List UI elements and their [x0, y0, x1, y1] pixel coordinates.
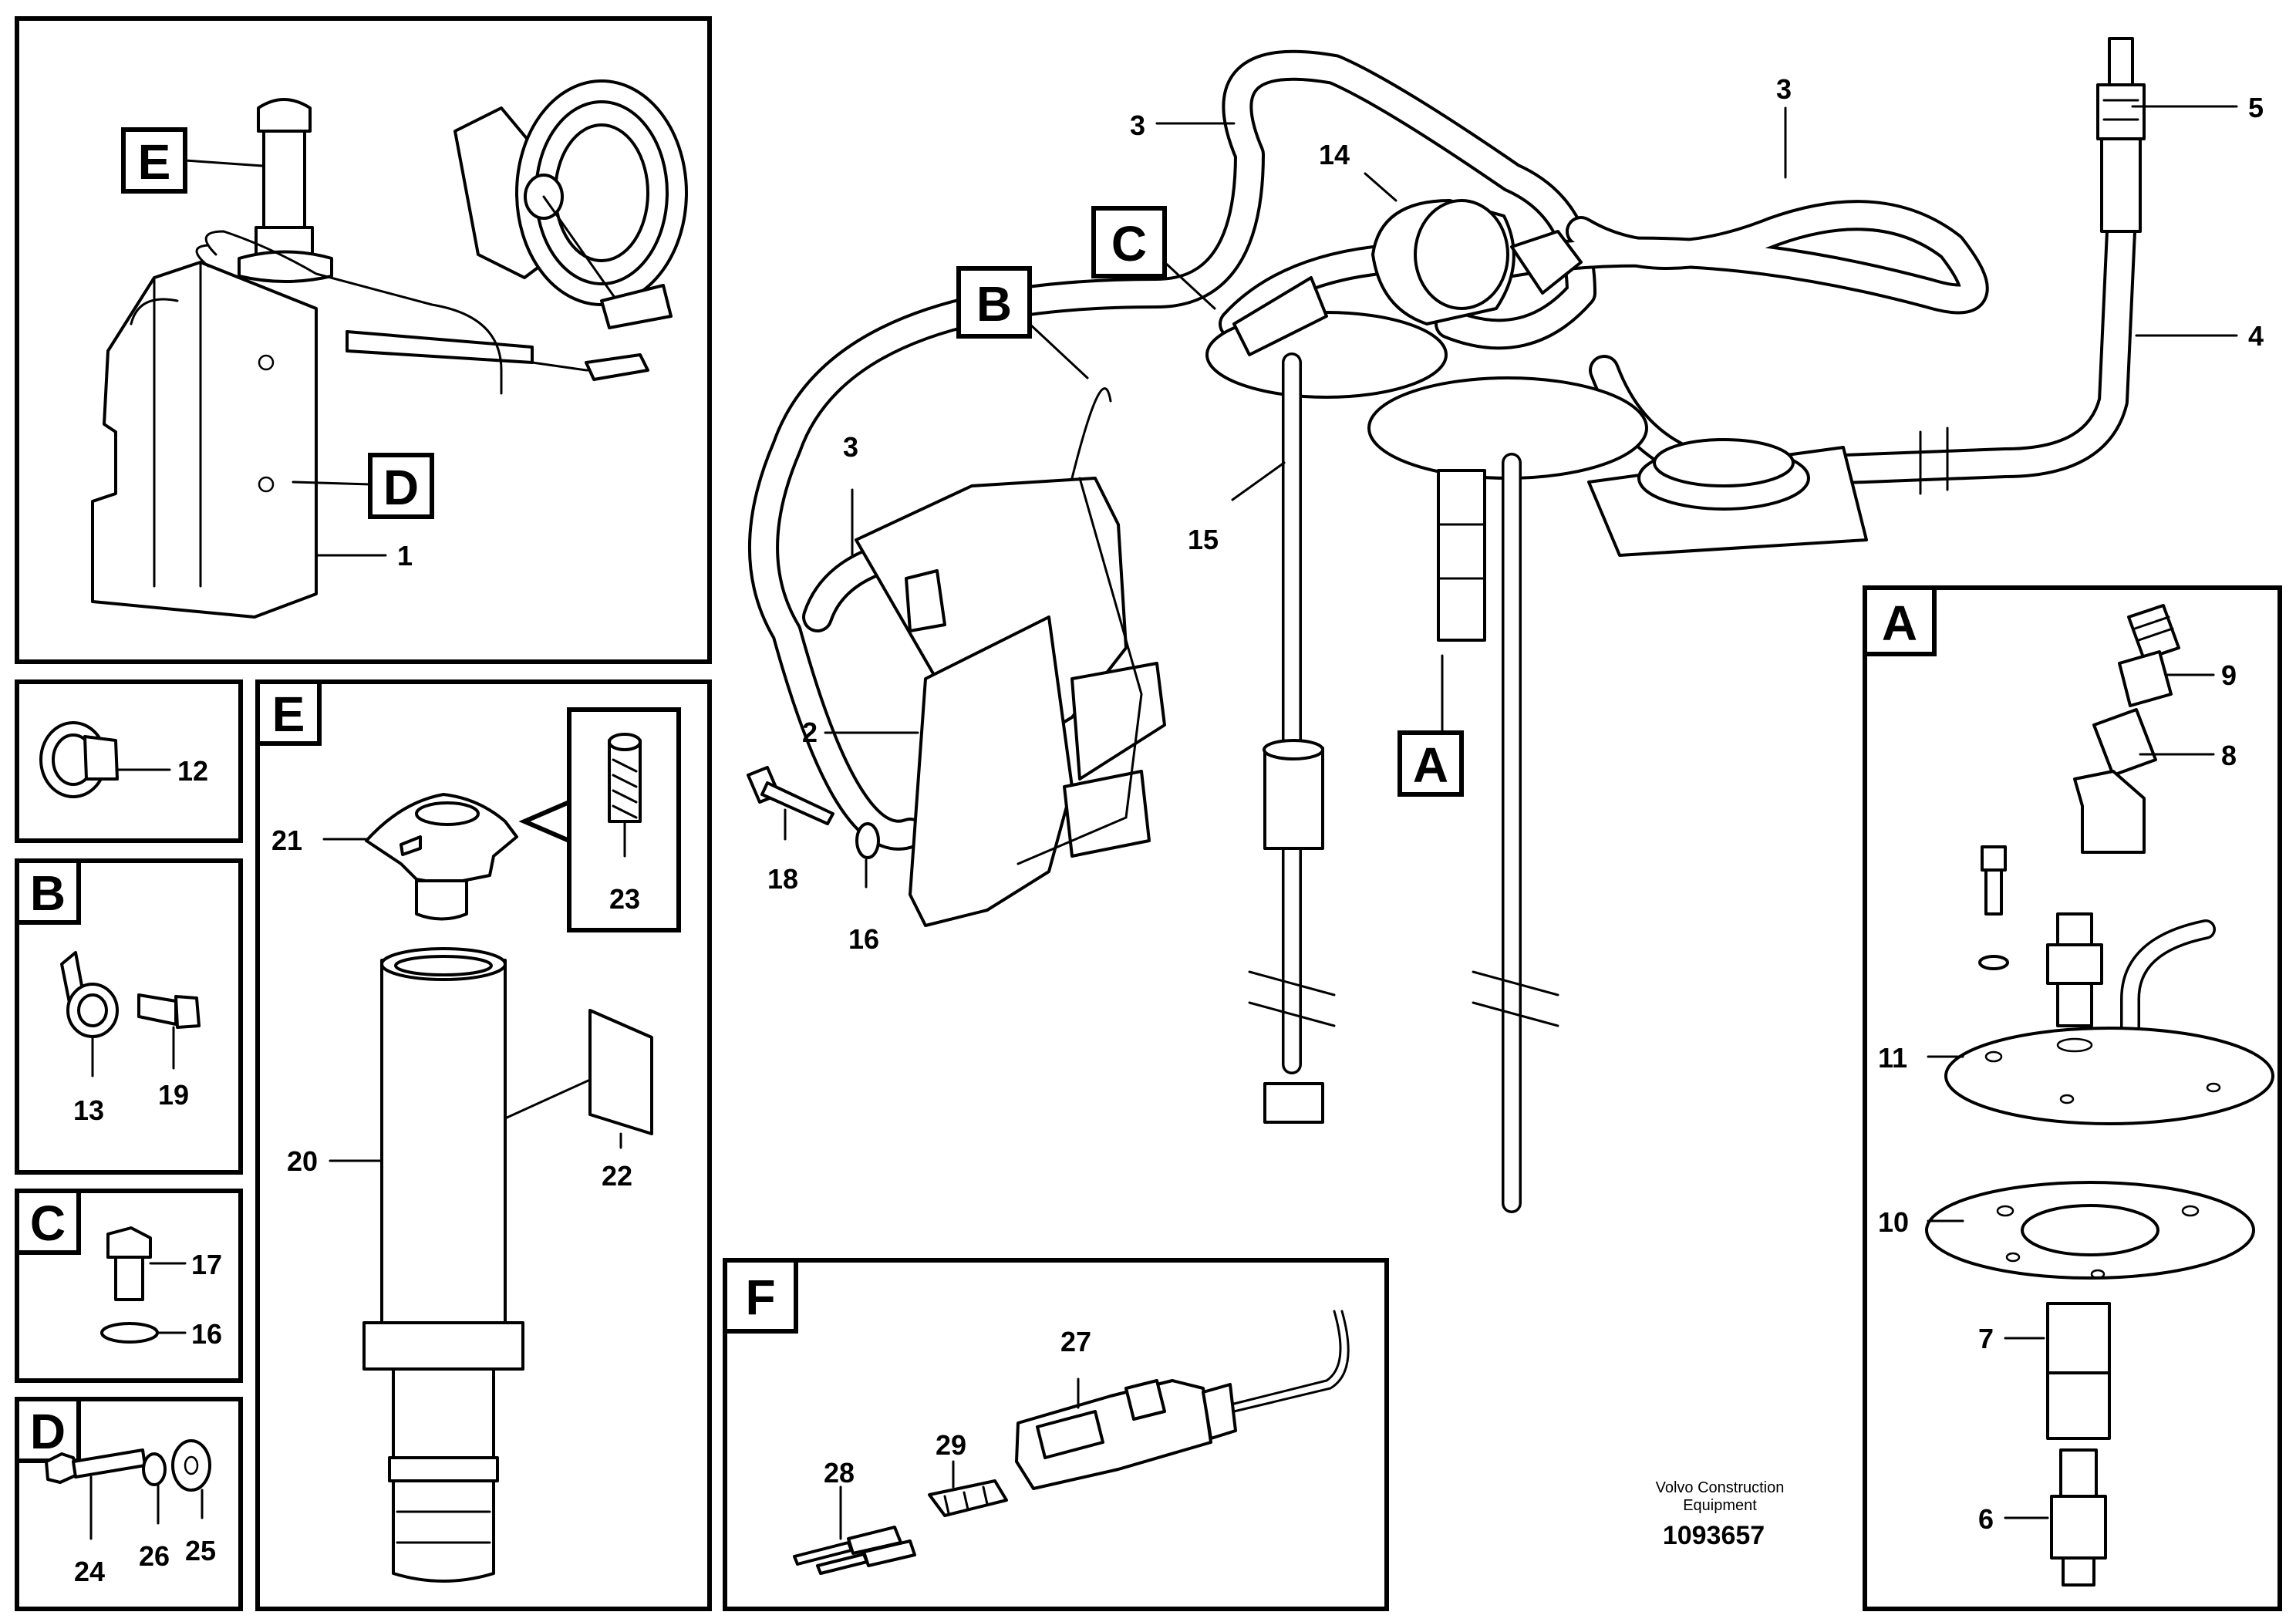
- callout-14: 14: [1319, 139, 1350, 170]
- callout-28: 28: [824, 1457, 855, 1489]
- callout-12: 12: [177, 755, 208, 787]
- overview-tag-d: [368, 453, 434, 519]
- callout-6: 6: [1978, 1503, 1994, 1535]
- detail-tag-d: D: [30, 1404, 66, 1459]
- callout-17: 17: [191, 1249, 222, 1280]
- callout-29: 29: [936, 1429, 966, 1461]
- callout-18: 18: [767, 863, 798, 895]
- detail-panel-e: E 21 20 22 23: [255, 679, 712, 1611]
- callout-1: 1: [397, 540, 413, 572]
- callout-3a: 3: [1130, 110, 1145, 141]
- document-number: 1093657: [1663, 1521, 1765, 1550]
- detail-tag-b: B: [30, 865, 66, 921]
- callout-15: 15: [1188, 524, 1219, 555]
- hose-reel-illustration: [346, 79, 688, 381]
- callout-10: 10: [1878, 1206, 1909, 1238]
- callout-27: 27: [1060, 1326, 1091, 1357]
- detail-tag-f: F: [745, 1270, 775, 1325]
- callout-3c: 3: [843, 431, 858, 463]
- callout-21: 21: [271, 824, 302, 856]
- callout-13: 13: [73, 1094, 104, 1126]
- callout-20: 20: [287, 1145, 318, 1177]
- overview-panel: E D 1: [15, 16, 712, 664]
- overview-tag-e-text: E: [138, 134, 171, 190]
- callout-16a: 16: [848, 923, 879, 955]
- callout-4: 4: [2248, 320, 2264, 352]
- detail-panel-f: F 27 29 28: [723, 1258, 1389, 1611]
- callout-7: 7: [1978, 1323, 1994, 1354]
- overview-tag-d-text: D: [383, 460, 419, 515]
- callout-26: 26: [139, 1540, 170, 1572]
- callout-8: 8: [2221, 740, 2237, 771]
- credit-line-1: Volvo Construction: [1656, 1479, 1785, 1496]
- detail-tag-e: E: [272, 686, 305, 742]
- detail-tag-a: A: [1882, 595, 1917, 651]
- detail-panel-clamp: 12: [15, 679, 243, 843]
- callout-24: 24: [74, 1556, 105, 1587]
- credit-line-2: Equipment: [1683, 1497, 1757, 1514]
- callout-16b: 16: [191, 1318, 222, 1350]
- main-tag-b: B: [976, 276, 1012, 332]
- callout-2: 2: [802, 717, 818, 748]
- publisher-credit: Volvo Construction Equipment 1093657: [1656, 1479, 1785, 1550]
- callout-5: 5: [2248, 92, 2264, 123]
- callout-19: 19: [158, 1079, 189, 1111]
- detail-panel-d: D 24 26 25: [15, 1397, 243, 1611]
- main-assembly-view: C B A 3 3 3 5 4 14 15 2 18 16: [747, 37, 2264, 1213]
- detail-tag-c: C: [30, 1195, 66, 1251]
- main-tag-c: C: [1111, 216, 1147, 271]
- callout-22: 22: [602, 1160, 632, 1192]
- detail-panel-b: B 13 19: [15, 858, 243, 1175]
- detail-panel-c: C 17 16: [15, 1189, 243, 1383]
- callout-3b: 3: [1776, 73, 1792, 105]
- callout-9: 9: [2221, 659, 2237, 691]
- main-tag-a: A: [1413, 737, 1448, 793]
- callout-23: 23: [609, 883, 640, 915]
- tank-illustration: [91, 98, 503, 619]
- callout-25: 25: [185, 1535, 216, 1566]
- callout-11: 11: [1878, 1042, 1907, 1074]
- detail-panel-a: A: [1863, 585, 2282, 1611]
